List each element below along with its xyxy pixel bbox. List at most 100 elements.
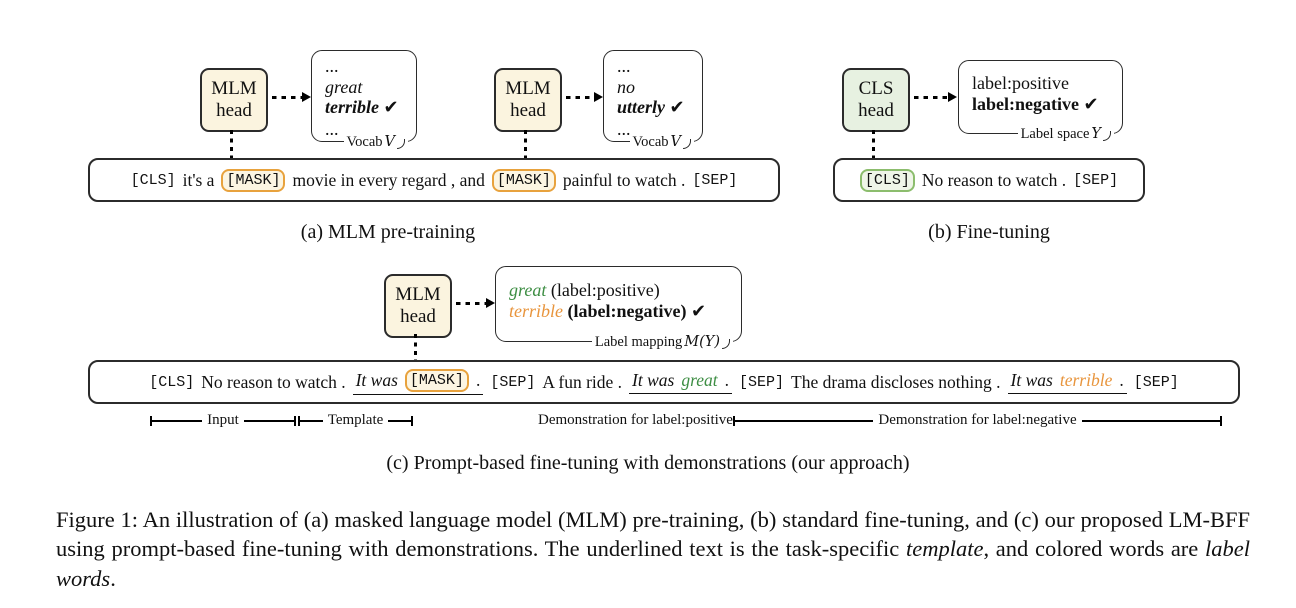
- template-segment-positive: It was great .: [629, 370, 733, 394]
- template-segment-negative: It was terrible .: [1007, 370, 1127, 394]
- bracket-line: [388, 420, 412, 422]
- bracket-label: Input: [207, 411, 239, 428]
- arrowhead-icon: [594, 91, 603, 102]
- sep-token: [SEP]: [1133, 373, 1179, 391]
- label-positive: label:positive: [972, 73, 1069, 93]
- mlm-head-line1: MLM: [505, 77, 551, 99]
- sep-token: [SEP]: [692, 171, 738, 189]
- dashed-connector: [414, 334, 417, 360]
- bracket-line: [1081, 420, 1221, 422]
- mapping-negative-label: (label:negative): [567, 300, 687, 321]
- mlm-head-box-c: MLM head: [384, 274, 452, 338]
- mapping-positive-row: great (label:positive): [509, 280, 741, 301]
- vocab-symbol: V: [670, 134, 681, 150]
- check-icon: ✔: [669, 97, 685, 118]
- bracket-template: Template: [298, 411, 413, 428]
- arrowhead-icon: [948, 91, 957, 102]
- sentence-text: No reason to watch .: [921, 169, 1067, 190]
- caption-italic-label-words: label words: [56, 536, 1250, 591]
- bracket-label: Template: [327, 411, 384, 428]
- bracket-line: [299, 420, 323, 422]
- cls-token: [CLS]: [130, 171, 176, 189]
- sentence-text: A fun ride .: [542, 371, 623, 392]
- label-word-terrible: terrible: [1059, 370, 1113, 390]
- vocab-tag-text: Vocab: [632, 134, 669, 150]
- check-icon: ✔: [1083, 93, 1099, 115]
- input-sentence-a: [CLS] it's a [MASK] movie in every regar…: [88, 158, 780, 202]
- tag-curl: [722, 339, 730, 349]
- vocab-word-utterly-row: utterly ✔: [617, 97, 702, 119]
- caption-italic-template: template: [905, 536, 984, 562]
- sep-token: [SEP]: [1073, 171, 1119, 189]
- caption-text: , and colored words are: [983, 536, 1205, 562]
- label-space-symbol: Y: [1091, 126, 1101, 142]
- mask-token: [MASK]: [491, 168, 556, 192]
- caption-a: (a) MLM pre-training: [300, 221, 476, 243]
- mask-token: [MASK]: [221, 168, 286, 192]
- dashed-arrow: [566, 91, 603, 102]
- tag-curl: [1103, 131, 1111, 141]
- label-mapping-tag-text: Label mapping: [594, 334, 683, 350]
- bracket-line: [243, 420, 295, 422]
- check-icon: ✔: [383, 97, 399, 118]
- bracket-label: Demonstration for label:negative: [878, 411, 1077, 428]
- input-sentence-c: [CLS] No reason to watch . It was [MASK]…: [88, 360, 1240, 404]
- bracket-line: [734, 420, 874, 422]
- check-icon: ✔: [690, 300, 707, 322]
- mask-token: [MASK]: [404, 369, 469, 392]
- ellipsis-top: ...: [617, 56, 631, 76]
- label-word-great: great: [681, 370, 718, 390]
- label-word-great: great: [509, 280, 547, 300]
- bracket-line: [151, 420, 203, 422]
- arrowhead-icon: [302, 91, 311, 102]
- mapping-positive-label: (label:positive): [550, 280, 660, 300]
- dashed-arrow: [914, 91, 957, 102]
- bracket-input: Input: [150, 411, 297, 428]
- template-period: .: [475, 370, 481, 390]
- bracket-label: Demonstration for label:positive: [538, 411, 733, 428]
- bracket-tick: [1220, 416, 1222, 426]
- sentence-text: The drama discloses nothing .: [791, 371, 1001, 392]
- cls-token-highlighted: [CLS]: [859, 168, 915, 192]
- sep-token: [SEP]: [739, 373, 785, 391]
- cls-head-line1: CLS: [858, 77, 894, 99]
- template-period: .: [724, 370, 730, 390]
- template-segment: It was [MASK] .: [352, 369, 484, 395]
- mlm-head-box-2: MLM head: [494, 68, 562, 132]
- input-sentence-b: [CLS] No reason to watch . [SEP]: [833, 158, 1145, 202]
- caption-text: .: [110, 565, 116, 591]
- dashed-connector: [230, 130, 233, 158]
- vocab-word-utterly: utterly: [617, 97, 665, 117]
- label-space-box: label:positive label:negative ✔ Label sp…: [958, 60, 1123, 143]
- bracket-tick: [298, 416, 300, 426]
- tag-curl: [397, 139, 405, 149]
- label-word-terrible: terrible: [509, 300, 563, 321]
- cls-head-line2: head: [858, 100, 894, 121]
- vocab-word-terrible-row: terrible ✔: [325, 97, 416, 119]
- ellipsis-bottom: ...: [617, 118, 631, 139]
- mlm-head-line2: head: [510, 100, 546, 121]
- template-text: It was: [632, 370, 675, 390]
- bracket-tick: [150, 416, 152, 426]
- sentence-text: it's a: [182, 169, 215, 190]
- dashed-arrow: [272, 91, 311, 102]
- mapping-negative-row: terrible (label:negative) ✔: [509, 301, 741, 323]
- vocab-word-great: great: [325, 76, 363, 97]
- mlm-head-box-1: MLM head: [200, 68, 268, 132]
- vocab-symbol: V: [384, 134, 395, 150]
- caption-b: (b) Fine-tuning: [928, 221, 1050, 243]
- vocab-tag-text: Vocab: [346, 134, 383, 150]
- dashed-connector: [524, 130, 527, 158]
- mlm-head-line1: MLM: [211, 77, 257, 99]
- bracket-demo-negative: Demonstration for label:negative: [733, 411, 1222, 428]
- label-negative-row: label:negative ✔: [972, 94, 1122, 116]
- vocab-word-terrible: terrible: [325, 97, 379, 117]
- bracket-demo-positive: Demonstration for label:positive: [533, 412, 733, 428]
